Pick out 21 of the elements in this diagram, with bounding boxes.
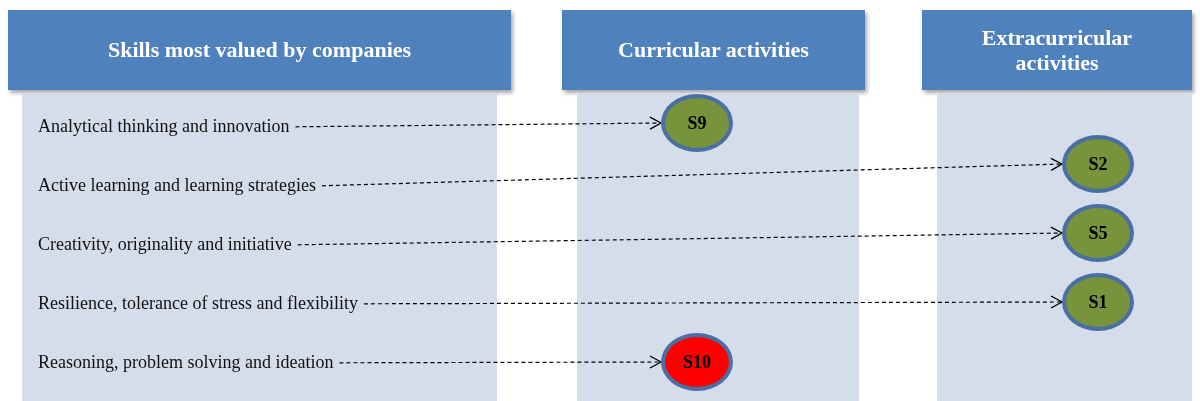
dashed-arrow xyxy=(363,295,1063,309)
skill-label: Active learning and learning strategies xyxy=(38,175,316,197)
skill-circle: S1 xyxy=(1062,273,1134,331)
column-panel xyxy=(937,93,1192,401)
skill-circle: S9 xyxy=(661,94,733,152)
dashed-arrow xyxy=(338,355,662,369)
column-panel xyxy=(577,93,859,401)
skill-circle: S2 xyxy=(1062,135,1134,193)
skill-label: Reasoning, problem solving and ideation xyxy=(38,352,334,374)
skill-circle: S5 xyxy=(1062,204,1134,262)
skill-circle: S10 xyxy=(661,333,733,391)
dashed-arrow xyxy=(297,226,1063,246)
column-header: Curricular activities xyxy=(562,10,865,90)
skill-label: Resilience, tolerance of stress and flexibility xyxy=(38,293,358,315)
skill-label: Creativity, originality and initiative xyxy=(38,234,292,256)
skill-label: Analytical thinking and innovation xyxy=(38,116,290,138)
column-panel xyxy=(22,93,497,401)
dashed-arrow xyxy=(294,116,662,130)
column-header: Extracurricular activities xyxy=(922,10,1192,90)
dashed-arrow xyxy=(321,157,1063,187)
column-header: Skills most valued by companies xyxy=(8,10,511,90)
